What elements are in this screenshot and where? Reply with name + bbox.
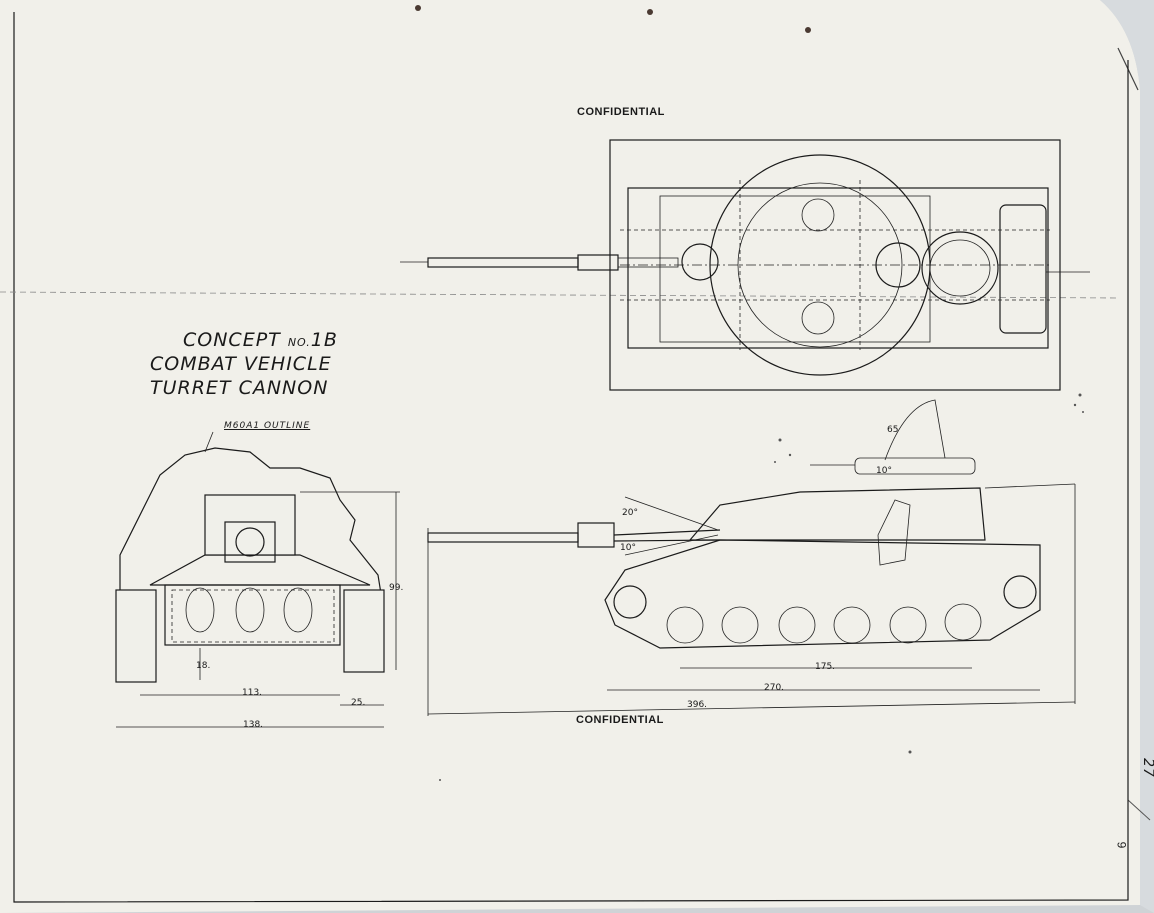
title-line2: COMBAT VEHICLE [150,353,332,375]
title-concept: CONCEPT [183,329,281,351]
title-line3: TURRET CANNON [150,377,329,399]
dim-396: 396. [687,700,708,710]
title-no: NO. [287,336,311,349]
footer-classification: CONFIDENTIAL [576,714,664,726]
top-view-drawing [400,139,1090,391]
page-shadow [1100,0,1154,913]
angle-mg: 10° [876,466,892,476]
page-number: 9 [1114,841,1129,849]
header-classification: CONFIDENTIAL [577,106,665,118]
page-border [13,12,1129,903]
dim-inner-width: 113. [242,688,263,698]
margin-note: 27 [1139,758,1154,778]
angle-elev-low: 10° [620,543,636,553]
dim-floor: 18. [196,661,211,671]
title-id: 1B [310,329,338,351]
front-view-drawing [115,431,400,728]
title-line1: CONCEPT NO.1B [183,329,338,351]
angle-elev-top: 65 [887,425,899,435]
dim-overall-width: 138. [243,720,264,730]
dim-height: 99. [389,583,404,593]
outline-label: M60A1 OUTLINE [224,421,311,431]
dim-175: 175. [815,662,836,672]
scan-speckles [439,393,1084,781]
dim-track: 25. [351,698,366,708]
dim-270: 270. [764,683,785,693]
angle-elev-high: 20° [622,508,638,518]
side-view-drawing [427,399,1076,716]
